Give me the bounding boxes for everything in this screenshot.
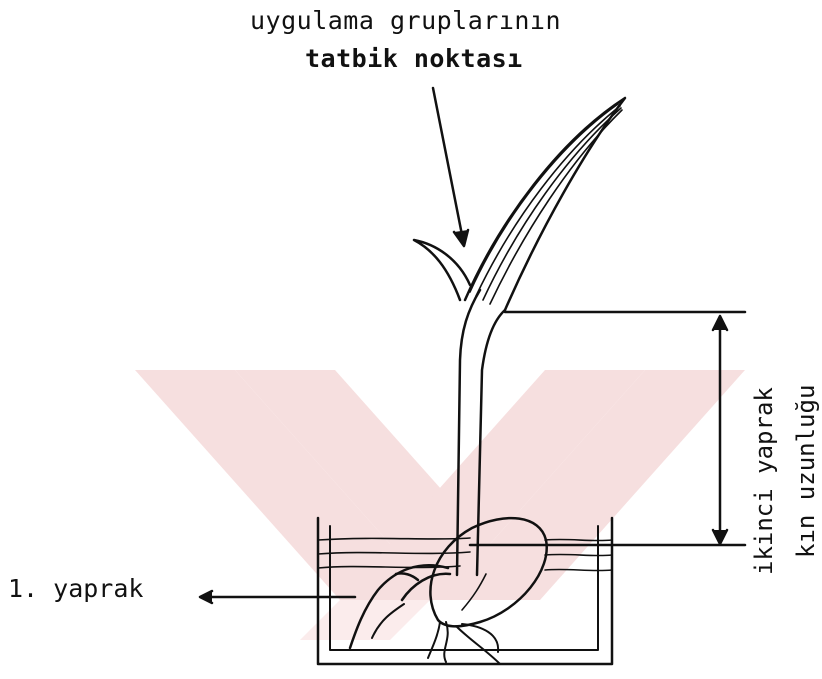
top-label-line1: uygulama gruplarının — [250, 6, 561, 35]
coleoptile-leaf — [414, 240, 470, 300]
right-label-line1: ikinci yaprak — [750, 387, 778, 575]
right-label-line2: kın uzunluğu — [792, 385, 820, 558]
watermark-logo — [135, 370, 745, 640]
leaf-blade — [465, 98, 625, 310]
top-label-line2: tatbik noktası — [305, 44, 523, 73]
first-leaf-label: 1. yaprak — [8, 574, 143, 603]
pointer-arrow — [433, 88, 463, 240]
